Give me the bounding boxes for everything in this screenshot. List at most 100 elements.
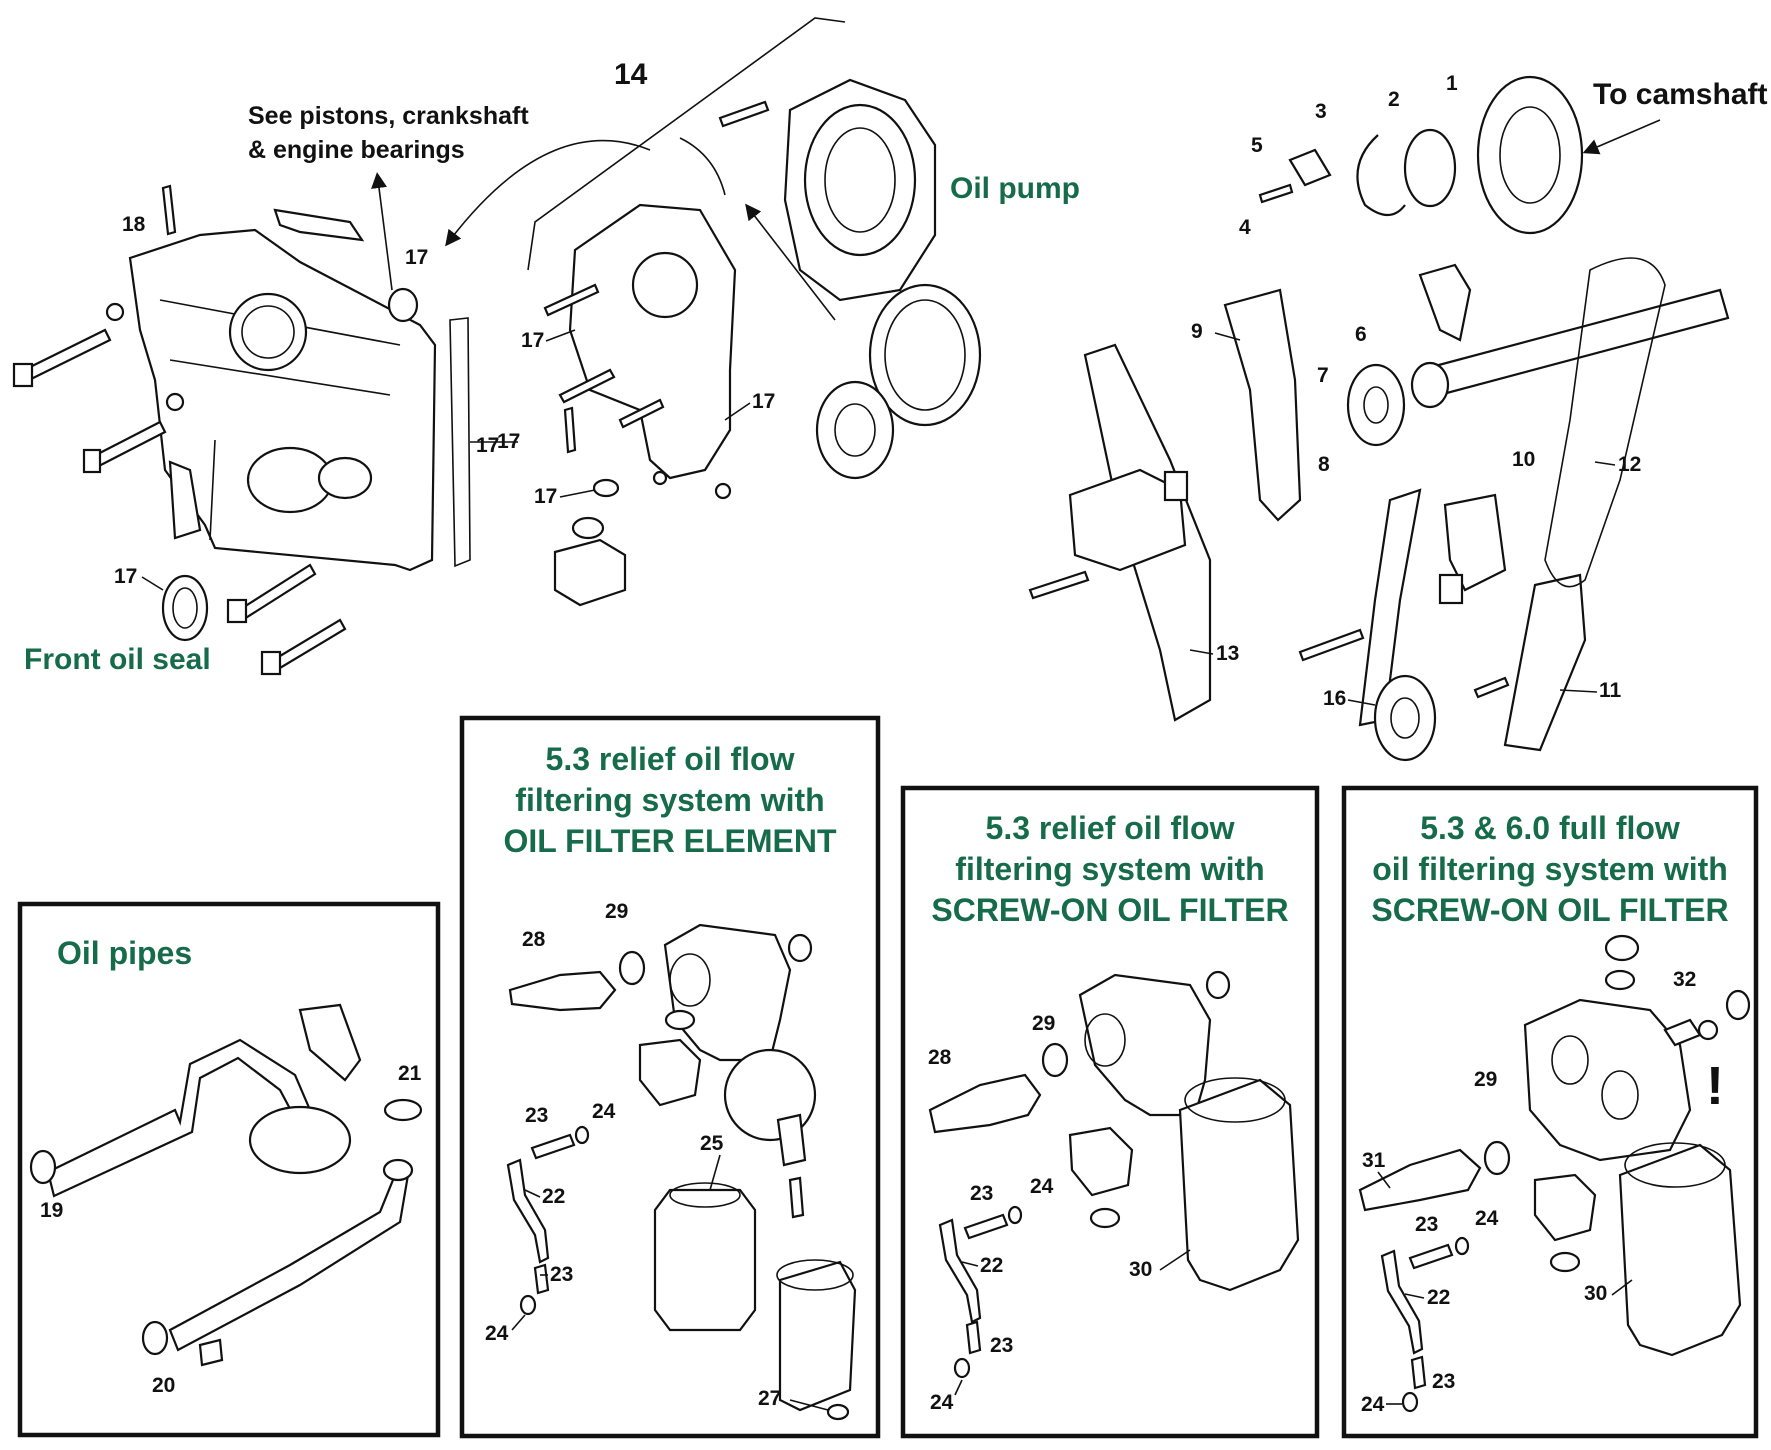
o-ring-19	[29, 1149, 57, 1185]
screw-filter-30	[1178, 1078, 1300, 1292]
bolt-bottom-2-head	[260, 650, 282, 676]
pipe-22	[506, 1158, 550, 1264]
cover-bore	[228, 292, 308, 372]
callout-24-e: 24	[1475, 1207, 1499, 1230]
callout-23-b: 23	[550, 1263, 573, 1286]
star-washer	[1697, 1019, 1719, 1041]
panel-oil-pipes: Oil pipes 21 19 20	[17, 901, 441, 1438]
callout-20: 20	[152, 1374, 175, 1397]
circlip-3	[1356, 134, 1406, 217]
cover-gasket	[449, 317, 471, 568]
bolt-left-upper	[18, 328, 112, 384]
see-pistons-line2: & engine bearings	[248, 136, 465, 164]
spring-23-screw-a	[963, 1213, 1009, 1240]
filter-head-screw-port	[1084, 1013, 1126, 1067]
callout-24-c: 24	[1030, 1175, 1054, 1198]
screw-filter-30-top	[1184, 1077, 1286, 1123]
leader-25	[709, 1154, 721, 1191]
callout-29-c: 29	[1474, 1068, 1497, 1091]
bracket-small	[168, 460, 202, 540]
sensor-28-screw	[928, 1073, 1042, 1134]
arrow-to-pump	[745, 203, 836, 321]
pump-bolt-3	[618, 398, 665, 429]
callout-24-f: 24	[1361, 1393, 1385, 1416]
warning-mark: !	[1706, 1056, 1724, 1116]
callout-11: 11	[1599, 679, 1622, 702]
sprocket-16	[1373, 674, 1437, 762]
leader-30-b	[1611, 1279, 1633, 1296]
sensor-28	[508, 970, 617, 1012]
panel-relief-screw: 5.3 relief oil flow filtering system wit…	[900, 785, 1320, 1439]
panel-relief-screw-title-3: SCREW-ON OIL FILTER	[931, 892, 1288, 928]
camshaft-drive-group	[1028, 75, 1730, 762]
bolt-tensioner	[1028, 570, 1090, 600]
panel-full-flow: 5.3 & 6.0 full flow oil filtering system…	[1341, 785, 1759, 1439]
full-flow-head-port-1	[1551, 1035, 1589, 1085]
pipe-upper-flange	[248, 1105, 352, 1175]
arrow-to-pistons	[371, 172, 393, 291]
spacer	[1163, 470, 1189, 502]
plate-2	[1403, 128, 1457, 208]
leader-27	[789, 1399, 829, 1411]
callout-17-g: 17	[534, 485, 557, 508]
bolt-bottom-1	[234, 563, 317, 623]
callout-29-b: 29	[1032, 1012, 1055, 1035]
washer-29-screw	[1041, 1042, 1069, 1078]
leader-22-c	[1404, 1293, 1425, 1299]
filter-element-25	[653, 1188, 757, 1332]
spring-23-full-b	[1410, 1355, 1427, 1390]
pump-pickup-neck	[571, 516, 605, 540]
panel-relief-screw-title-1: 5.3 relief oil flow	[986, 810, 1235, 846]
callout-25: 25	[700, 1132, 724, 1155]
guide-11	[1503, 573, 1587, 752]
sensor-31	[1358, 1148, 1482, 1212]
callout-30-b: 30	[1584, 1282, 1607, 1305]
callout-19: 19	[40, 1199, 63, 1222]
front-oil-seal-label: Front oil seal	[24, 643, 211, 676]
o-ring-small	[664, 1009, 696, 1031]
adaptor	[638, 1038, 702, 1107]
stud-18	[161, 184, 177, 236]
leader-24-b	[511, 1314, 526, 1331]
leader-17-d	[141, 576, 164, 591]
tensioner-body	[1068, 468, 1187, 572]
panel-relief-element: 5.3 relief oil flow filtering system wit…	[459, 715, 881, 1439]
washer-29-full	[1483, 1140, 1511, 1176]
timing-cover-group	[12, 139, 651, 676]
top-callouts: 14 18 17 17 17 17 17 17 17 1 2 3 5 4 6 7…	[114, 58, 1641, 710]
callout-32: 32	[1673, 968, 1696, 991]
leader-22-a	[524, 1189, 541, 1198]
see-pistons-line1: See pistons, crankshaft	[248, 102, 529, 130]
seal-32	[1725, 989, 1751, 1021]
sprocket-6-hub	[1363, 386, 1389, 424]
to-camshaft-label: To camshaft	[1593, 78, 1767, 111]
canister-top	[776, 1259, 854, 1291]
o-ring-17-top	[387, 287, 419, 323]
relief-valve	[776, 1113, 807, 1167]
panel-oil-pipes-title: Oil pipes	[57, 935, 192, 971]
filter-head	[663, 923, 792, 1062]
panel-relief-element-title-3: OIL FILTER ELEMENT	[503, 823, 836, 859]
damper-10	[1443, 493, 1507, 592]
callout-27: 27	[758, 1387, 781, 1410]
cover-bore-inner	[241, 305, 295, 359]
callout-23-c: 23	[970, 1182, 993, 1205]
callout-29-a: 29	[605, 900, 628, 923]
callout-24-b: 24	[485, 1322, 509, 1345]
callout-13: 13	[1216, 642, 1239, 665]
pump-body-bore	[631, 251, 699, 319]
sprocket-16-hub	[1390, 697, 1420, 739]
full-flow-head-port-2	[1601, 1070, 1639, 1120]
callout-16: 16	[1323, 687, 1346, 710]
spring	[788, 1176, 805, 1219]
o-ring-17-pump	[592, 478, 620, 498]
washer-27	[826, 1403, 850, 1421]
pipe-lower-end	[382, 1158, 414, 1182]
ball-24-full-a	[1454, 1236, 1470, 1256]
spring-23-screw-b	[965, 1320, 982, 1355]
pump-housing-bore-inner	[824, 127, 896, 233]
panel-relief-screw-title-2: filtering system with	[955, 851, 1264, 887]
pump-bolt-2	[558, 368, 616, 404]
ball-24-screw-b	[953, 1357, 971, 1379]
leader-30-a	[1159, 1249, 1191, 1271]
